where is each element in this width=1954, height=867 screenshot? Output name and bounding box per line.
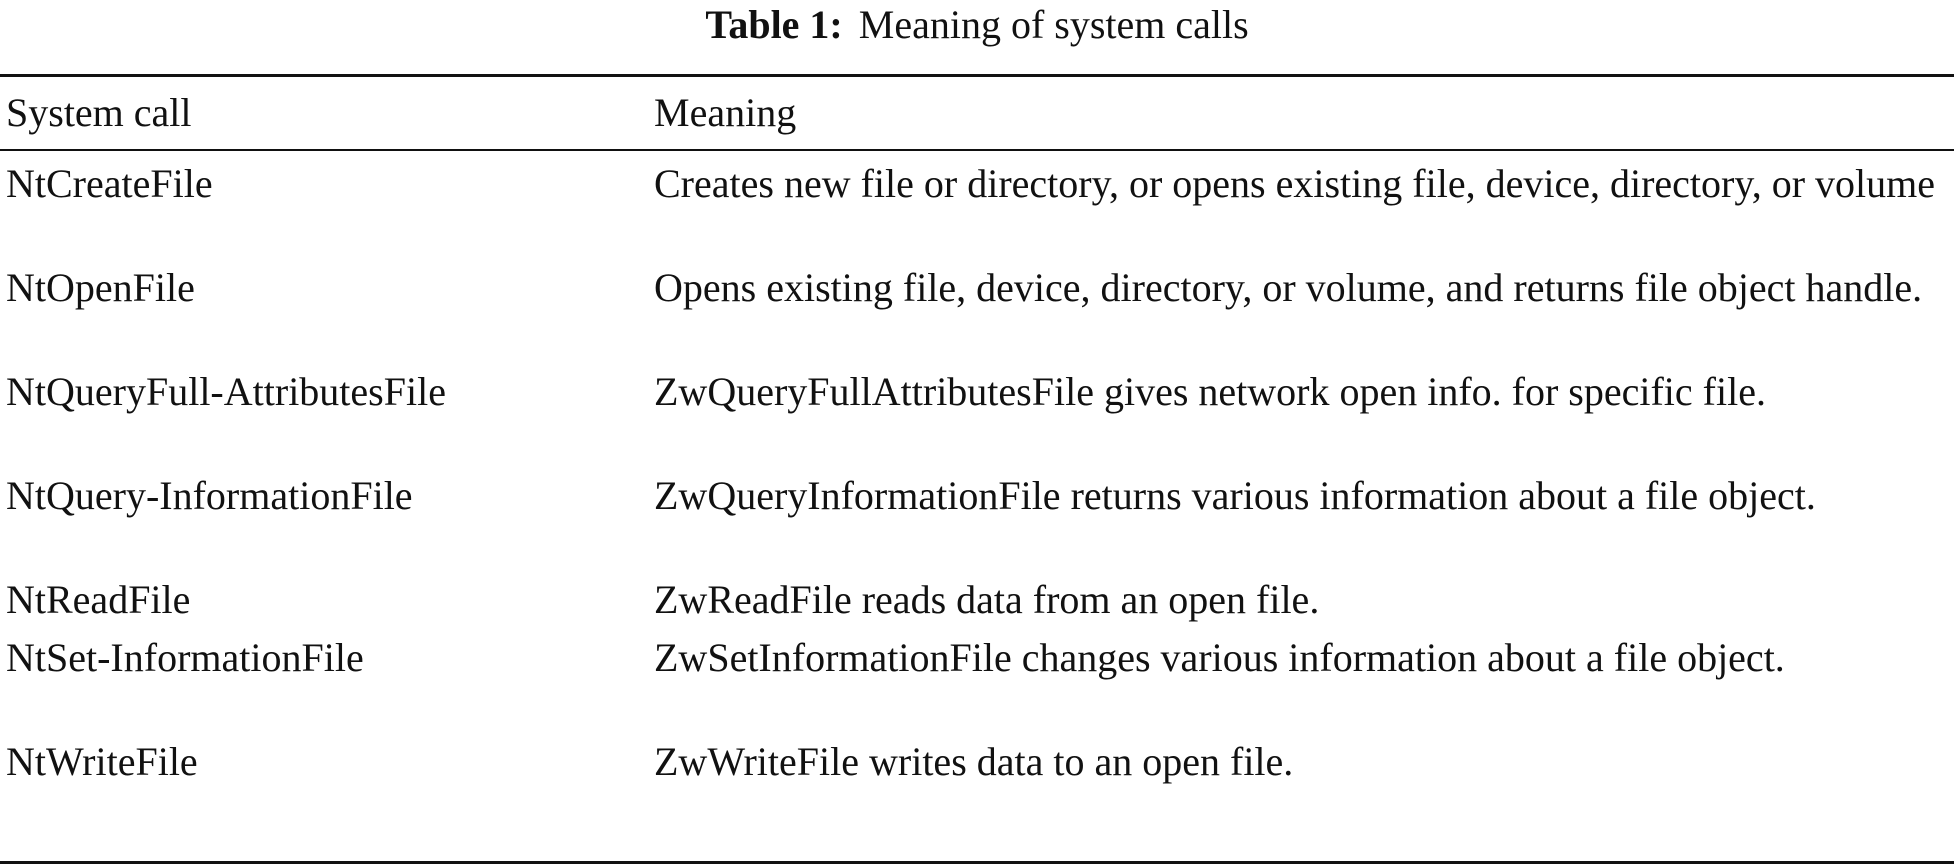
table-header-rule <box>0 149 1954 151</box>
table-row: NtOpenFile Opens existing file, device, … <box>0 264 1954 368</box>
header-meaning: Meaning <box>654 90 797 135</box>
table-caption: Table 1: Meaning of system calls <box>0 0 1954 58</box>
table-caption-text: Meaning of system calls <box>858 2 1249 47</box>
table-top-rule <box>0 74 1954 77</box>
system-call-cell: NtOpenFile <box>6 265 195 310</box>
system-call-cell: NtWriteFile <box>6 739 198 784</box>
table-body: NtCreateFile Creates new file or directo… <box>0 160 1954 796</box>
table-caption-label: Table 1: <box>705 2 843 47</box>
table-row: NtCreateFile Creates new file or directo… <box>0 160 1954 264</box>
meaning-cell: Creates new file or directory, or opens … <box>654 161 1936 206</box>
header-system-call: System call <box>6 90 192 135</box>
table-row: NtSet-InformationFile ZwSetInformationFi… <box>0 634 1954 738</box>
meaning-cell: ZwQueryInformationFile returns various i… <box>654 473 1816 518</box>
system-call-cell: NtCreateFile <box>6 161 213 206</box>
meaning-cell: Opens existing file, device, directory, … <box>654 265 1923 310</box>
table-row: NtQueryFull-AttributesFile ZwQueryFullAt… <box>0 368 1954 472</box>
table-row: NtReadFile ZwReadFile reads data from an… <box>0 576 1954 634</box>
table-row: NtWriteFile ZwWriteFile writes data to a… <box>0 738 1954 796</box>
meaning-cell: ZwSetInformationFile changes various inf… <box>654 635 1785 680</box>
table-bottom-rule <box>0 861 1954 864</box>
meaning-cell: ZwReadFile reads data from an open file. <box>654 577 1320 622</box>
system-call-cell: NtSet-InformationFile <box>6 635 364 680</box>
system-call-cell: NtQuery-InformationFile <box>6 473 413 518</box>
table-header-row: System call Meaning <box>0 82 1954 144</box>
meaning-cell: ZwQueryFullAttributesFile gives network … <box>654 369 1766 414</box>
table-row: NtQuery-InformationFile ZwQueryInformati… <box>0 472 1954 576</box>
system-call-cell: NtQueryFull-AttributesFile <box>6 369 446 414</box>
meaning-cell: ZwWriteFile writes data to an open file. <box>654 739 1294 784</box>
system-call-cell: NtReadFile <box>6 577 191 622</box>
